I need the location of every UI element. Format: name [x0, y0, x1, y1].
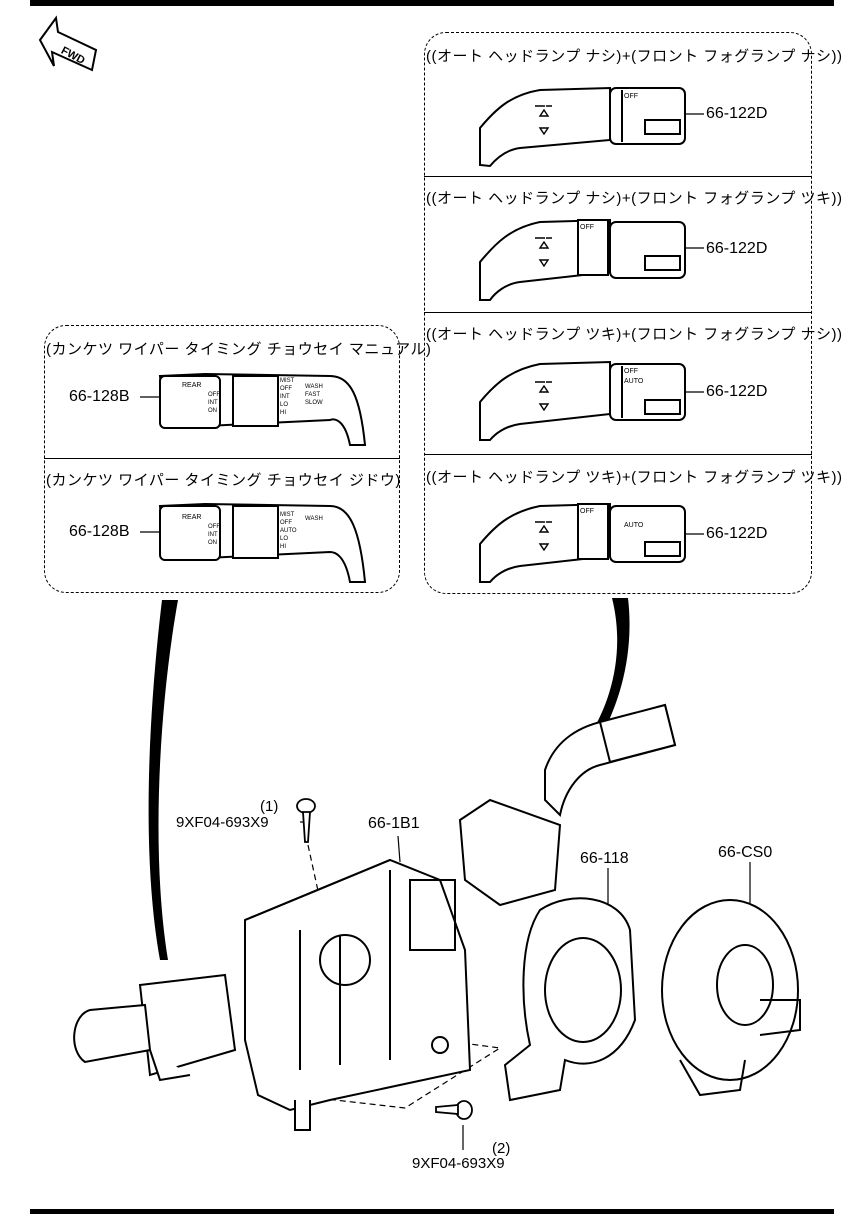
assembled-lighting-switch	[458, 703, 677, 907]
clock-spring-part-number: 66-CS0	[718, 844, 773, 861]
turn-signal-icons	[535, 105, 552, 552]
wiper-leader-band	[148, 600, 178, 960]
leader-lines	[140, 113, 751, 1150]
combination-switch-part-number: 66-1B1	[368, 815, 420, 832]
wiper-2-int-label: INT	[208, 532, 218, 538]
lighting-variant-2-part: 66-122D	[706, 240, 768, 257]
clock-spring	[661, 899, 801, 1097]
wiper-variant-1-part: 66-128B	[69, 388, 130, 405]
lighting-variant-4-part: 66-122D	[706, 525, 768, 542]
wiper-1-off2-label: OFF	[280, 386, 292, 392]
lighting-divider-3	[424, 454, 812, 455]
wiper-2-on-label: ON	[208, 540, 217, 546]
lighting-variant-2-caption: ((オート ヘッドランプ ナシ)+(フロント フォグランプ ツキ))	[426, 190, 843, 207]
lighting-variant-3-part: 66-122D	[706, 383, 768, 400]
top-rule	[30, 0, 834, 6]
lighting-leader-band	[590, 598, 630, 742]
assembled-wiper-switch	[73, 973, 237, 1082]
lighting-lever-1	[479, 86, 686, 168]
lighting-divider-1	[424, 176, 812, 177]
lighting-3-off-label: OFF	[624, 368, 638, 375]
screw-2-part-number: 9XF04-693X9	[412, 1155, 505, 1172]
wiper-lever-1	[158, 372, 367, 446]
screw-2-icon	[435, 1100, 473, 1120]
steering-angle-sensor	[503, 897, 637, 1102]
lighting-1-off-label: OFF	[624, 93, 638, 100]
lighting-lever-3	[479, 360, 686, 441]
wiper-2-auto-label: AUTO	[280, 528, 297, 534]
lighting-variants-box	[424, 32, 812, 594]
wiper-2-mist-label: MIST	[280, 512, 295, 518]
steering-angle-sensor-part-number: 66-118	[580, 850, 629, 867]
lighting-variant-4-caption: ((オート ヘッドランプ ツキ)+(フロント フォグランプ ツキ))	[426, 469, 843, 486]
wiper-2-rear-label: REAR	[182, 514, 202, 521]
lighting-lever-4	[479, 502, 686, 583]
wiper-variant-1-caption: (カンケツ ワイパー タイミング チョウセイ マニュアル)	[46, 341, 432, 358]
lighting-variant-3-caption: ((オート ヘッドランプ ツキ)+(フロント フォグランプ ナシ))	[426, 326, 843, 343]
wiper-2-off-label: OFF	[208, 524, 220, 530]
lighting-divider-2	[424, 312, 812, 313]
wiper-1-fast-label: FAST	[305, 392, 321, 398]
wiper-1-hi-label: HI	[280, 410, 286, 416]
wiper-1-int2-label: INT	[280, 394, 290, 400]
lighting-variant-1-caption: ((オート ヘッドランプ ナシ)+(フロント フォグランプ ナシ))	[426, 48, 843, 65]
wiper-1-mist-label: MIST	[280, 378, 295, 384]
lighting-variant-1-part: 66-122D	[706, 105, 768, 122]
wiper-variant-2-part: 66-128B	[69, 523, 130, 540]
lighting-2-off-label: OFF	[580, 224, 594, 231]
screw-1-part-number: 9XF04-693X9	[176, 814, 269, 831]
wiper-2-off2-label: OFF	[280, 520, 292, 526]
wiper-1-lo-label: LO	[280, 402, 289, 408]
lighting-4-off-label: OFF	[580, 508, 594, 515]
wiper-2-hi-label: HI	[280, 544, 286, 550]
wiper-2-wash-label: WASH	[305, 516, 323, 522]
screw-1-index: (1)	[260, 798, 279, 815]
wiper-1-off-label: OFF	[208, 392, 220, 398]
bottom-rule	[30, 1209, 834, 1214]
wiper-1-int-label: INT	[208, 400, 218, 406]
wiper-1-wash-label: WASH	[305, 384, 323, 390]
screw-2-index: (2)	[492, 1140, 511, 1157]
wiper-lever-2	[158, 502, 367, 583]
wiper-variant-2-caption: (カンケツ ワイパー タイミング チョウセイ ジドウ)	[46, 472, 401, 489]
wiper-1-on-label: ON	[208, 408, 217, 414]
combination-switch-body	[244, 858, 472, 1131]
wiper-variants-box	[44, 325, 400, 593]
fwd-arrow-icon: FWD	[38, 15, 98, 72]
lighting-3-auto-label: AUTO	[624, 378, 644, 385]
wiper-1-rear-label: REAR	[182, 382, 202, 389]
lighting-4-auto-label: AUTO	[624, 522, 644, 529]
screw-1-icon	[296, 798, 316, 843]
wiper-divider	[44, 458, 400, 459]
wiper-2-lo-label: LO	[280, 536, 289, 542]
wiper-1-slow-label: SLOW	[305, 400, 323, 406]
